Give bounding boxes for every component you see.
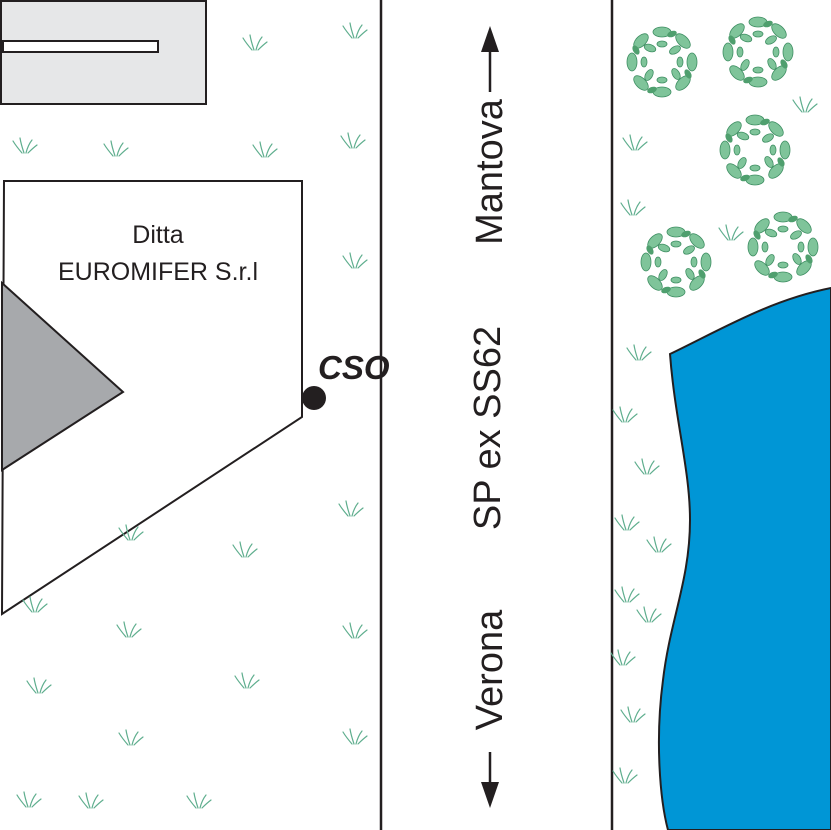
- cso-point[interactable]: [302, 386, 326, 410]
- grass-tuft-icon: [338, 500, 364, 517]
- grass-tuft-icon: [718, 224, 744, 241]
- grass-tuft-icon: [252, 141, 278, 158]
- direction-label-mantova: Mantova: [469, 98, 511, 245]
- grass-tuft-icon: [622, 134, 648, 151]
- grass-tuft-icon: [612, 767, 638, 784]
- gray-triangle-marker: [0, 280, 125, 472]
- arrow-down-icon: [481, 752, 499, 808]
- grass-tuft-icon: [26, 677, 52, 694]
- grass-tuft-icon: [342, 22, 368, 39]
- cso-label: CSO: [318, 349, 390, 386]
- arrow-up-icon: [481, 26, 499, 92]
- shrub-icon: [719, 114, 791, 186]
- shrub-icon: [640, 226, 712, 298]
- small-building-bar: [2, 40, 159, 53]
- grass-tuft-icon: [78, 792, 104, 809]
- grass-tuft-icon: [634, 458, 660, 475]
- grass-tuft-icon: [612, 406, 638, 423]
- direction-label-verona: Verona: [469, 609, 511, 730]
- grass-tuft-icon: [620, 706, 646, 723]
- grass-tuft-icon: [12, 137, 38, 154]
- grass-tuft-icon: [610, 649, 636, 666]
- water-body: [657, 286, 831, 830]
- company-label-line2: EUROMIFER S.r.l: [58, 258, 258, 286]
- grass-tuft-icon: [620, 199, 646, 216]
- shrub-icon: [747, 211, 819, 283]
- grass-tuft-icon: [792, 96, 818, 113]
- grass-tuft-icon: [186, 792, 212, 809]
- grass-tuft-icon: [614, 514, 640, 531]
- grass-tuft-icon: [22, 596, 48, 613]
- grass-tuft-icon: [342, 728, 368, 745]
- company-label-line1: Ditta: [132, 221, 184, 249]
- grass-tuft-icon: [646, 536, 672, 553]
- grass-tuft-icon: [16, 791, 42, 808]
- grass-tuft-icon: [232, 541, 258, 558]
- shrub-icon: [722, 16, 794, 88]
- grass-tuft-icon: [116, 621, 142, 638]
- grass-tuft-icon: [342, 252, 368, 269]
- road-name-label: SP ex SS62: [467, 326, 509, 530]
- grass-tuft-icon: [626, 344, 652, 361]
- grass-tuft-icon: [118, 729, 144, 746]
- grass-tuft-icon: [242, 34, 268, 51]
- grass-tuft-icon: [636, 606, 662, 623]
- shrub-icon: [626, 26, 698, 98]
- grass-tuft-icon: [340, 132, 366, 149]
- grass-tuft-icon: [234, 672, 260, 689]
- grass-tuft-icon: [614, 586, 640, 603]
- grass-tuft-icon: [342, 622, 368, 639]
- grass-tuft-icon: [103, 140, 129, 157]
